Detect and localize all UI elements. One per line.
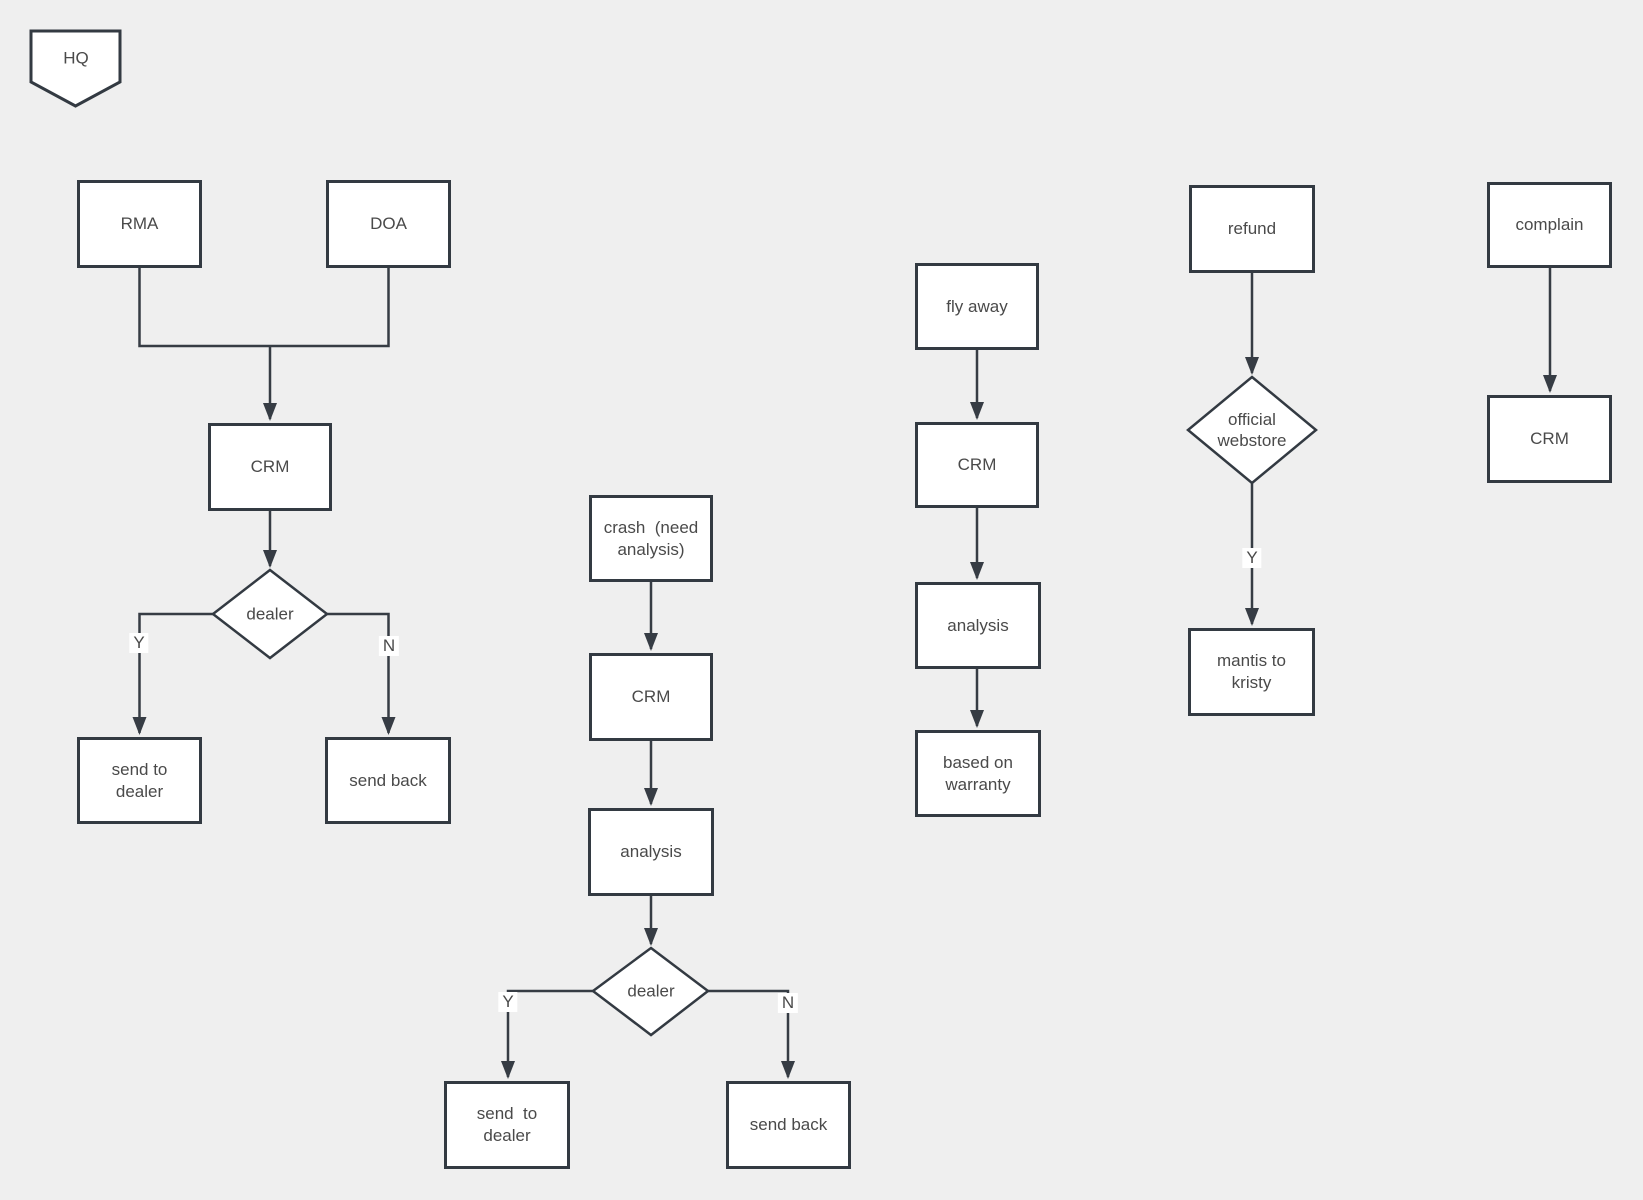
node-send-to-dealer-1[interactable]: send to dealer bbox=[77, 737, 202, 824]
edge-label-dealer1-no: N bbox=[378, 636, 400, 656]
edge-dealer2-no bbox=[708, 989, 795, 1079]
node-doa[interactable]: DOA bbox=[326, 180, 451, 268]
edge-label-dealer1-yes: Y bbox=[129, 633, 149, 653]
edge-label-dealer2-yes: Y bbox=[498, 992, 518, 1012]
dealer-diamond-1-shape[interactable] bbox=[210, 568, 330, 660]
edge-dealer1-yes bbox=[132, 612, 213, 735]
node-complain[interactable]: complain bbox=[1487, 182, 1612, 268]
edge-dealer2-yes bbox=[501, 989, 593, 1079]
node-crash-need-analysis[interactable]: crash (need analysis) bbox=[589, 495, 713, 582]
dealer-diamond-2-shape[interactable] bbox=[590, 946, 711, 1037]
edge-dealer1-no bbox=[327, 612, 396, 735]
node-send-to-dealer-2[interactable]: send to dealer bbox=[444, 1081, 570, 1169]
node-analysis-3[interactable]: analysis bbox=[915, 582, 1041, 669]
node-crm-2[interactable]: CRM bbox=[589, 653, 713, 741]
edge-label-webstore-yes: Y bbox=[1242, 548, 1262, 568]
node-send-back-1[interactable]: send back bbox=[325, 737, 451, 824]
node-crm-4[interactable]: CRM bbox=[1487, 395, 1612, 483]
node-refund[interactable]: refund bbox=[1189, 185, 1315, 273]
official-webstore-diamond-shape[interactable] bbox=[1186, 375, 1318, 485]
edge-rma-doa-merge bbox=[138, 268, 390, 348]
node-crm-1[interactable]: CRM bbox=[208, 423, 332, 511]
edge-label-dealer2-no: N bbox=[777, 993, 799, 1013]
hq-pentagon-shape[interactable] bbox=[29, 29, 122, 108]
node-mantis-to-kristy[interactable]: mantis to kristy bbox=[1188, 628, 1315, 716]
node-crm-3[interactable]: CRM bbox=[915, 422, 1039, 508]
node-send-back-2[interactable]: send back bbox=[726, 1081, 851, 1169]
node-rma[interactable]: RMA bbox=[77, 180, 202, 268]
node-analysis-2[interactable]: analysis bbox=[588, 808, 714, 896]
node-fly-away[interactable]: fly away bbox=[915, 263, 1039, 350]
node-based-on-warranty[interactable]: based on warranty bbox=[915, 730, 1041, 817]
